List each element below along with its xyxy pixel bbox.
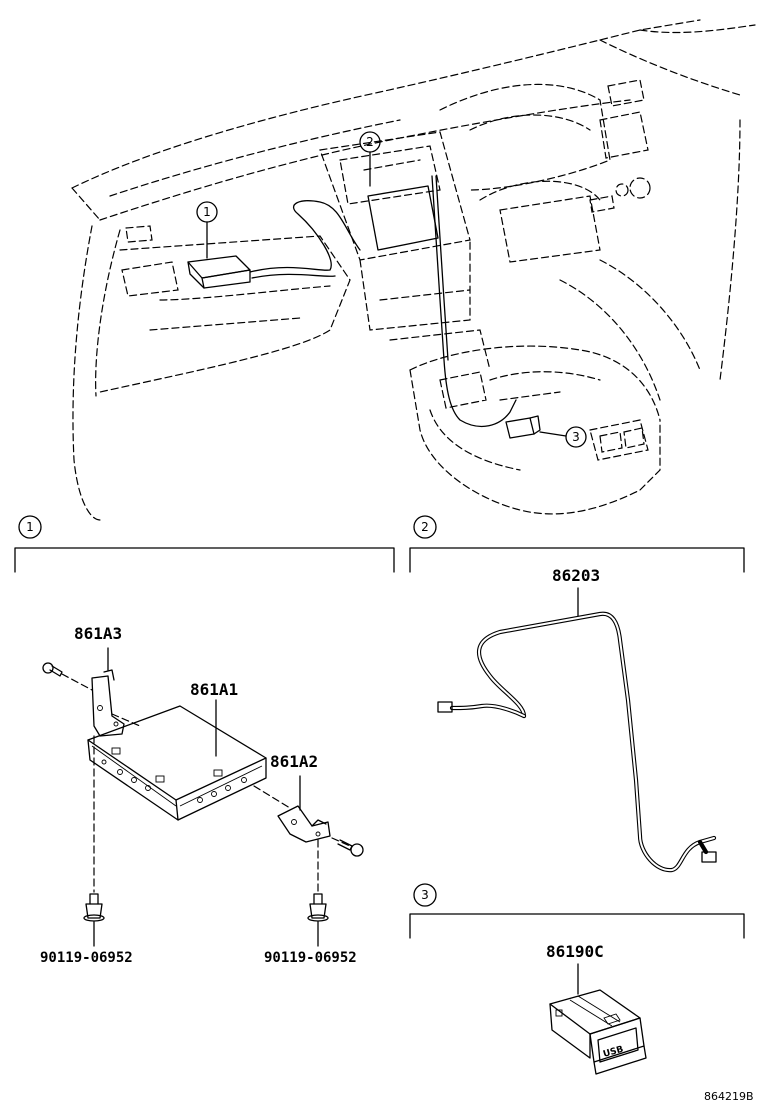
diagram-code: 864219B — [704, 1090, 754, 1103]
section-bracket — [409, 913, 745, 939]
part-label-861A3: 861A3 — [74, 624, 122, 643]
overview-callout-1: 1 — [196, 201, 218, 259]
screw-left — [42, 662, 63, 677]
overview-callout-3: 3 — [539, 426, 587, 448]
section-3: 3 86190C USB — [409, 883, 745, 1075]
box-861A1 — [87, 705, 267, 821]
section-bracket — [14, 547, 395, 573]
bracket-861A3 — [91, 669, 125, 737]
part-label-861A2: 861A2 — [270, 752, 318, 771]
section-number: 3 — [421, 888, 429, 902]
callout-label: 1 — [203, 205, 211, 219]
callout-label: 2 — [366, 135, 374, 149]
usb-port-86190C: USB — [549, 989, 647, 1075]
bolt-right — [307, 893, 329, 922]
part-label-bolt-left: 90119-06952 — [40, 950, 133, 966]
overview-callout-2: 2 — [359, 131, 381, 187]
bracket-861A2 — [277, 805, 331, 843]
section-number: 1 — [26, 520, 34, 534]
part-label-bolt-right: 90119-06952 — [264, 950, 357, 966]
cable-86203 — [437, 611, 717, 873]
part-label-86190C: 86190C — [546, 942, 604, 961]
dashboard-overview: 1 2 3 — [71, 19, 756, 521]
part-label-861A1: 861A1 — [190, 680, 238, 699]
section-bracket — [409, 547, 745, 573]
screw-right — [337, 839, 364, 857]
section-1: 1 861A3 — [14, 515, 395, 966]
section-number: 2 — [421, 520, 429, 534]
section-2: 2 86203 — [409, 515, 745, 873]
bolt-left — [83, 893, 105, 922]
callout-label: 3 — [572, 430, 580, 444]
part-label-86203: 86203 — [552, 566, 600, 585]
